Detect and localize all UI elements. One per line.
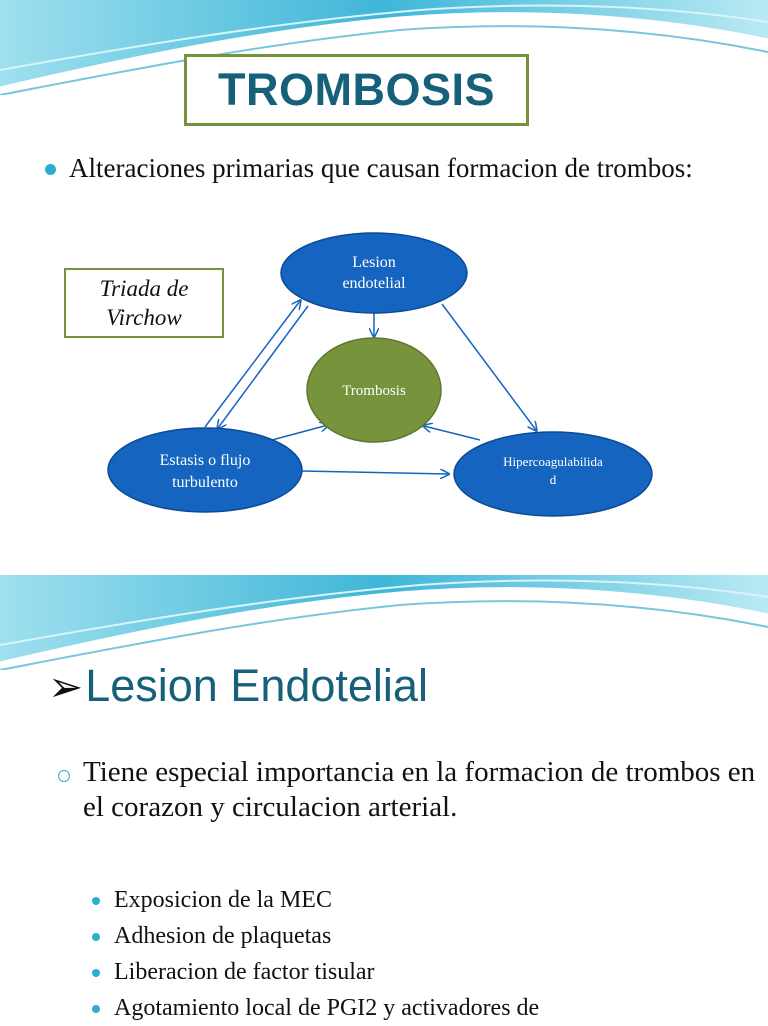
node-hipercoagulabilidad — [453, 431, 653, 517]
section-heading-text: Lesion Endotelial — [85, 660, 428, 711]
virchow-triad-diagram: Lesion endotelial Trombosis Estasis o fl… — [107, 232, 653, 517]
slide-title: TROMBOSIS — [217, 64, 495, 115]
node-lesion-label-2: endotelial — [342, 275, 406, 292]
bullet-dot-icon — [92, 897, 100, 905]
detail-list: Exposicion de la MEC Adhesion de plaquet… — [92, 882, 539, 1026]
arrow-top-to-left — [218, 305, 309, 428]
header-wave-decoration — [0, 0, 768, 95]
node-trombosis-label: Trombosis — [342, 383, 406, 399]
node-trombosis — [306, 337, 442, 443]
bullet-dot-icon — [92, 933, 100, 941]
slide-1: TROMBOSIS Alteraciones primarias que cau… — [0, 0, 768, 517]
intro-bullet-text: Alteraciones primarias que causan formac… — [69, 153, 693, 183]
node-estasis-label-2: turbulento — [172, 474, 238, 491]
triad-label-box: Triada de Virchow — [64, 268, 224, 338]
arrow-left-to-top — [204, 301, 300, 428]
node-estasis-label-1: Estasis o flujo — [160, 452, 251, 469]
intro-bullet: Alteraciones primarias que causan formac… — [45, 152, 727, 184]
arrow-bullet-icon: ➢ — [48, 661, 84, 711]
triad-label-line-1: Triada de — [99, 276, 189, 301]
node-lesion-endotelial — [280, 232, 468, 314]
list-item: Agotamiento local de PGI2 y activadores … — [92, 990, 539, 1026]
bullet-dot-icon — [92, 969, 100, 977]
intro-paragraph-text: Tiene especial importancia en la formaci… — [83, 756, 756, 823]
arrow-left-to-right — [301, 471, 448, 474]
node-hiper-label-2: d — [550, 472, 557, 487]
header-wave-decoration — [0, 575, 768, 670]
arrow-right-to-center — [424, 426, 481, 441]
bullet-dot-icon — [45, 164, 56, 175]
list-item: Exposicion de la MEC — [92, 882, 539, 918]
section-heading: ➢ Lesion Endotelial — [48, 660, 428, 712]
triad-label-line-2: Virchow — [106, 305, 182, 330]
node-hiper-label-1: Hipercoagulabilida — [503, 454, 603, 469]
arrow-left-to-center — [271, 425, 328, 441]
arrow-top-to-right — [441, 303, 536, 430]
list-item: Adhesion de plaquetas — [92, 918, 539, 954]
node-lesion-label-1: Lesion — [352, 254, 396, 271]
slide-2 — [0, 575, 768, 1024]
list-item: Liberacion de factor tisular — [92, 954, 539, 990]
bullet-dot-icon — [92, 1005, 100, 1013]
ring-bullet-icon — [58, 770, 70, 782]
intro-paragraph: Tiene especial importancia en la formaci… — [58, 755, 758, 825]
title-box: TROMBOSIS — [184, 54, 529, 126]
node-estasis — [107, 427, 303, 513]
